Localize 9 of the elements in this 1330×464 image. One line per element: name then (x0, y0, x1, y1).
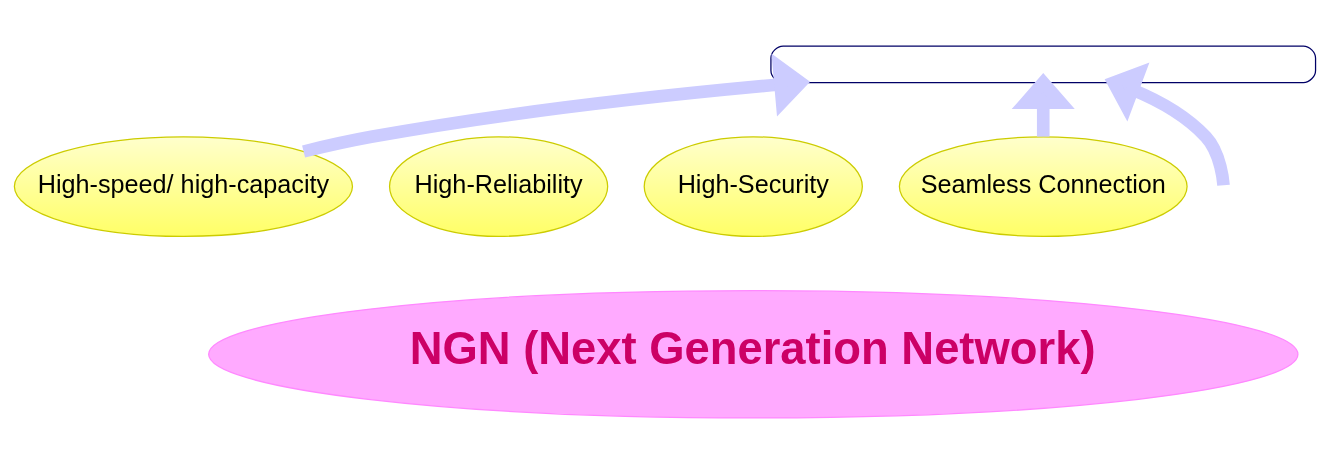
node-ellipse: High-Reliability (388, 136, 609, 238)
node-ellipse: High-Security (643, 136, 863, 238)
arrow (302, 53, 811, 158)
node-box (770, 45, 1317, 84)
node-ellipse: NGN (Next Generation Network) (208, 290, 1299, 419)
arrow (1104, 62, 1230, 186)
node-ellipse: Seamless Connection (898, 136, 1188, 238)
node-ellipse: High-speed/ high-capacity (13, 136, 354, 238)
arrow (1011, 73, 1075, 137)
